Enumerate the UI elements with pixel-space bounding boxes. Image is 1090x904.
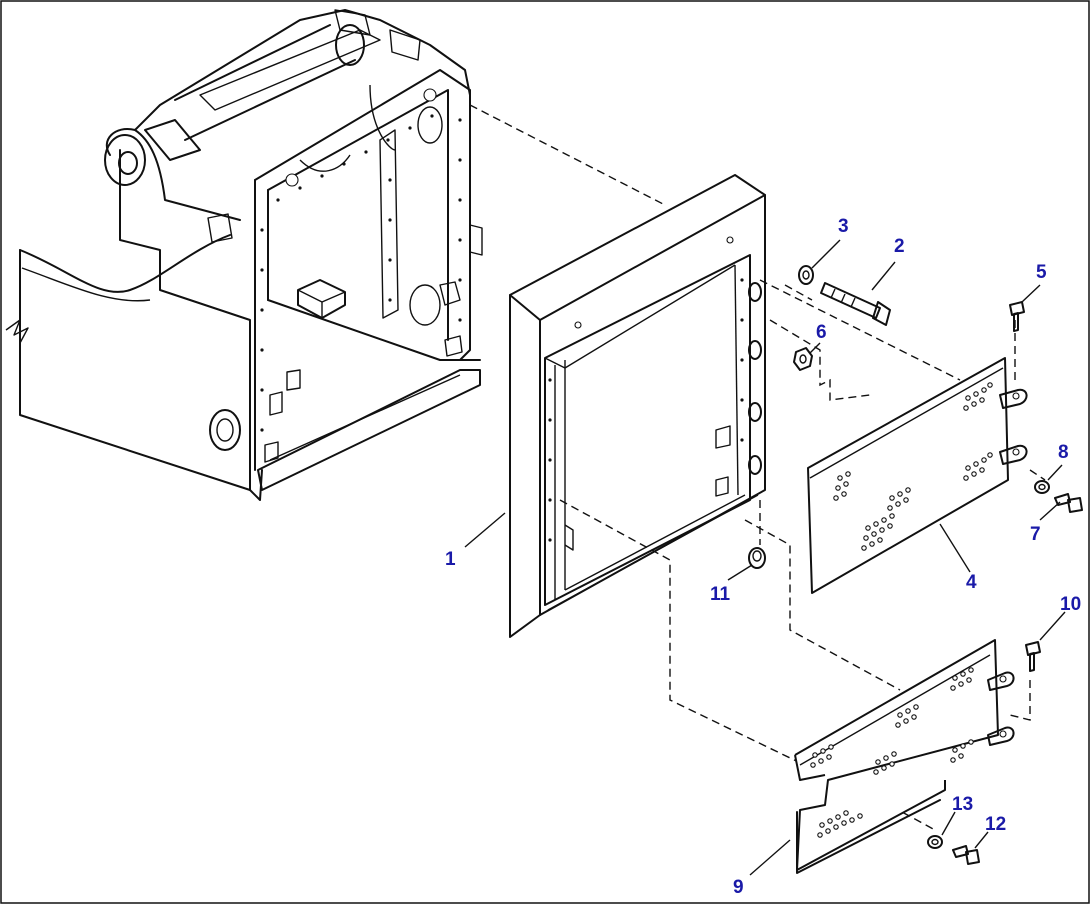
- callout-7: 7: [1030, 524, 1041, 545]
- part-7-bolt: [1054, 493, 1083, 513]
- callout-6: 6: [816, 322, 827, 343]
- part-1-door-frame: [509, 174, 766, 638]
- callout-10: 10: [1060, 594, 1081, 615]
- callout-5: 5: [1036, 262, 1047, 283]
- callout-12: 12: [985, 814, 1006, 835]
- part-4-upper-panel: [807, 357, 1028, 594]
- part-12-bolt: [952, 845, 980, 865]
- part-8-washer: [1034, 480, 1050, 494]
- part-6-nut: [793, 347, 813, 371]
- leader-lines: [464, 239, 1066, 876]
- assembly-dashed-lines: [469, 104, 1046, 831]
- callout-11: 11: [710, 584, 731, 605]
- callout-3: 3: [838, 216, 849, 237]
- part-3-washer: [798, 265, 814, 285]
- part-13-washer: [927, 835, 943, 849]
- part-5-bolt: [1009, 301, 1025, 332]
- callout-4: 4: [966, 572, 977, 593]
- callout-labels: 1 2 3 4 5 6 7 8 9 10 11 12 13: [445, 216, 1081, 898]
- callout-8: 8: [1058, 442, 1069, 463]
- part-2-bolt: [820, 282, 891, 326]
- callout-9: 9: [733, 877, 744, 898]
- callout-13: 13: [952, 794, 973, 815]
- callout-2: 2: [894, 236, 905, 257]
- part-10-bolt: [1025, 641, 1041, 672]
- part-9-lower-panel: [794, 639, 1015, 874]
- machine-frame: [5, 9, 483, 501]
- callout-1: 1: [445, 549, 456, 570]
- part-11-bushing: [748, 547, 766, 569]
